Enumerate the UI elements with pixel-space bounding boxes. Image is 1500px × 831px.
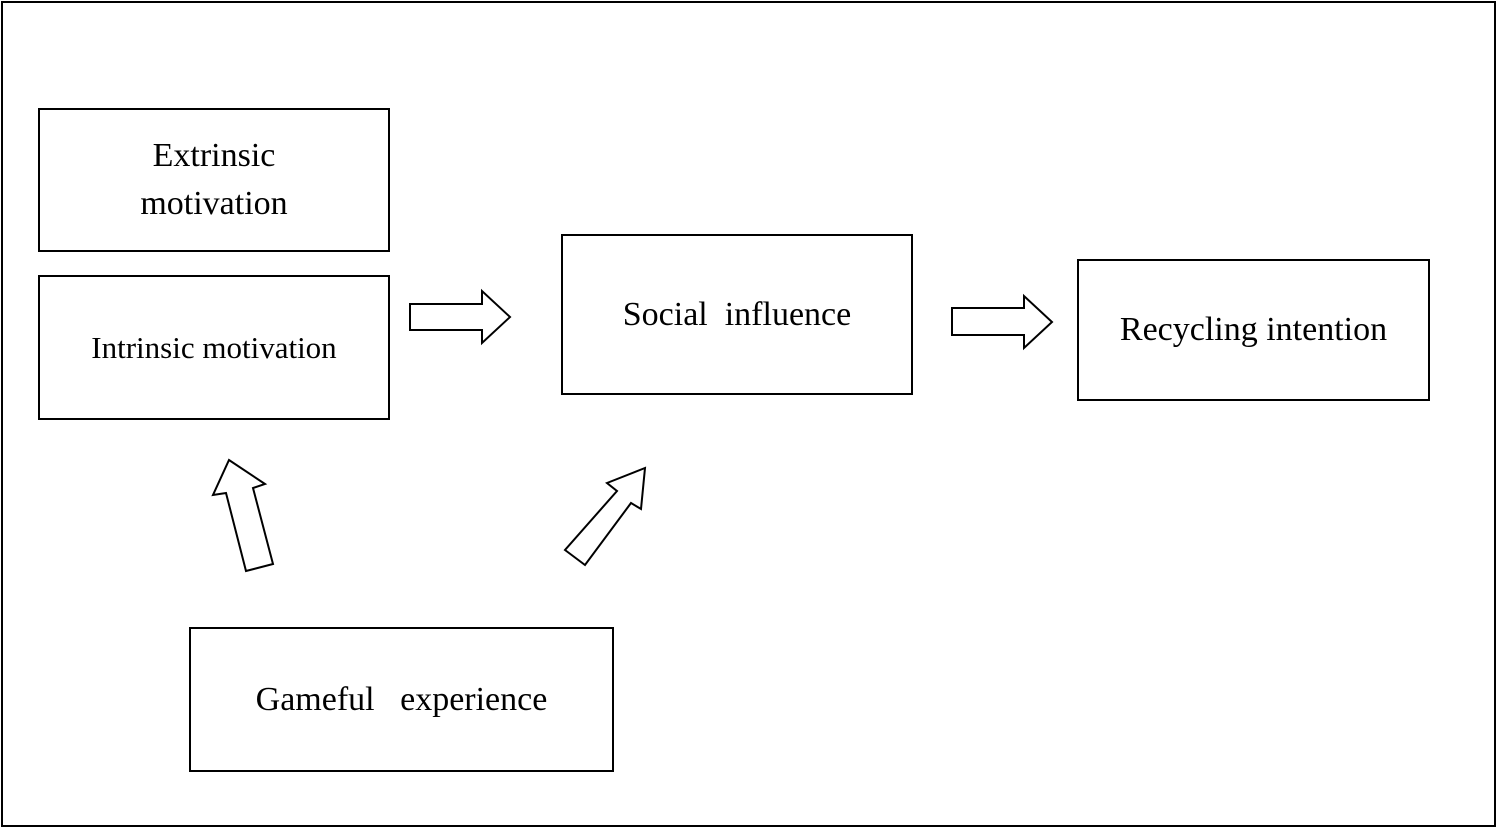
- extrinsic-motivation-box: Extrinsic motivation: [38, 108, 390, 252]
- gameful-experience-box: Gameful experience: [189, 627, 614, 772]
- gameful-experience-label: Gameful experience: [255, 680, 548, 718]
- social-influence-label: Social influence: [622, 295, 852, 333]
- recycling-intention-label: Recycling intention: [1119, 311, 1388, 348]
- recycling-intention-box: Recycling intention: [1077, 259, 1430, 401]
- intrinsic-motivation-label: Intrinsic motivation: [91, 329, 337, 365]
- extrinsic-motivation-label: Extrinsic motivation: [140, 137, 288, 222]
- intrinsic-motivation-box: Intrinsic motivation: [38, 275, 390, 420]
- social-influence-box: Social influence: [561, 234, 913, 395]
